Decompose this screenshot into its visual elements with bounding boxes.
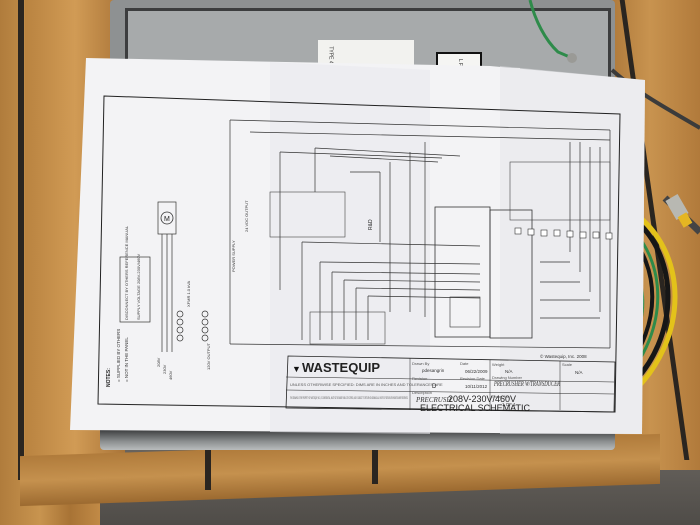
date-label: Date <box>460 361 469 366</box>
sheet-label: Sheet No. <box>492 394 510 399</box>
v230-label: 230V <box>162 364 167 374</box>
date-value: 06/22/2009 <box>465 369 488 374</box>
pilot-light-block <box>269 191 346 238</box>
sheet-value: 1 OF 1 <box>502 402 516 407</box>
pallet-gap <box>372 444 378 484</box>
schematic-wiring <box>229 119 611 349</box>
xfmr-label: XFMR 1.0 kVA <box>186 281 191 307</box>
voltage-rating: 208V-230V/460V <box>448 394 516 404</box>
drawing-number-handwritten: PRECRUSHER W/TRANSDUCER <box>493 380 560 388</box>
ground-lug <box>567 53 577 63</box>
notes-item-2: = NOT IN THE PANEL <box>124 337 129 382</box>
supply-lines <box>161 234 173 352</box>
transformer-terminals <box>176 310 209 342</box>
title-block <box>285 355 616 413</box>
v460-label: 460V <box>168 370 173 380</box>
disconnect-note: DISCONNECT BY OTHERS REFERENCE MANUAL <box>124 225 129 320</box>
pushbutton-block <box>309 311 386 345</box>
motor-icon <box>160 211 174 225</box>
tolerance-note: UNLESS OTHERWISE SPECIFIED: DIMS ARE IN … <box>290 382 443 387</box>
drawn-by-label: Drawn By <box>412 361 429 366</box>
output-24vdc-label: 24 VDC OUTPUT <box>244 200 249 232</box>
copyright: © Wastequip, Inc. 2008 <box>540 353 587 359</box>
sensor-connector-collar <box>677 212 693 228</box>
paper-fold-shade-right <box>500 66 645 434</box>
output-label: 120V OUTPUT <box>206 343 211 370</box>
plc-display <box>449 296 481 328</box>
remote-station-block <box>509 161 611 221</box>
v208-label: 208V <box>156 357 161 367</box>
pallet-gap <box>205 448 211 490</box>
sensor-connector <box>665 193 689 221</box>
description-label: Description <box>412 390 432 395</box>
drawn-by-value: pdesangrin <box>422 368 445 373</box>
weight-label: Weight <box>492 362 505 367</box>
wire-black <box>626 213 671 390</box>
scale-value: N/A <box>575 370 583 375</box>
revision-label: Revision <box>412 376 427 381</box>
wire-yellow <box>628 207 678 397</box>
revision-value: D <box>432 384 437 390</box>
weight-value: N/A <box>505 369 513 374</box>
disconnect-box <box>119 256 151 323</box>
gray-cable <box>610 68 700 130</box>
pallet-gap <box>18 0 24 480</box>
revision-date-label: Revision Date <box>460 376 486 381</box>
ground-wire-green <box>528 0 573 60</box>
revision-date-value: 10/11/2012 <box>465 384 488 389</box>
notes-item-1: = SUPPLIED BY OTHERS <box>116 329 121 382</box>
plc-io-block <box>489 209 533 339</box>
scale-label: Scale <box>562 362 573 367</box>
enclosure-door-edge <box>100 428 615 450</box>
drawing-number-label: Drawing Number <box>492 375 523 380</box>
proprietary-note: THIS DRAWING IS THE PROPERTY OF WASTEQUI… <box>290 395 408 400</box>
wastequip-logo: WASTEQUIP <box>302 360 380 375</box>
power-supply-label: POWER SUPPLY <box>231 240 236 272</box>
motor-label: M <box>164 216 170 223</box>
schematic-sheet: R&D M DISCONNECT BY OTHERS REFERENCE MAN… <box>70 58 645 434</box>
wastequip-logo-icon: ▼ <box>292 364 301 374</box>
description-handwritten: PRECRUSH <box>415 396 452 404</box>
drawing-border <box>97 95 621 413</box>
rd-label: R&D <box>368 219 374 230</box>
notes-heading: NOTES: <box>106 368 112 387</box>
supply-voltage-note: SUPPLY VOLTAGE 208V-230V/460V <box>136 253 141 320</box>
drawing-title: ELECTRICAL SCHEMATIC <box>420 403 531 413</box>
terminal-row <box>514 227 613 240</box>
